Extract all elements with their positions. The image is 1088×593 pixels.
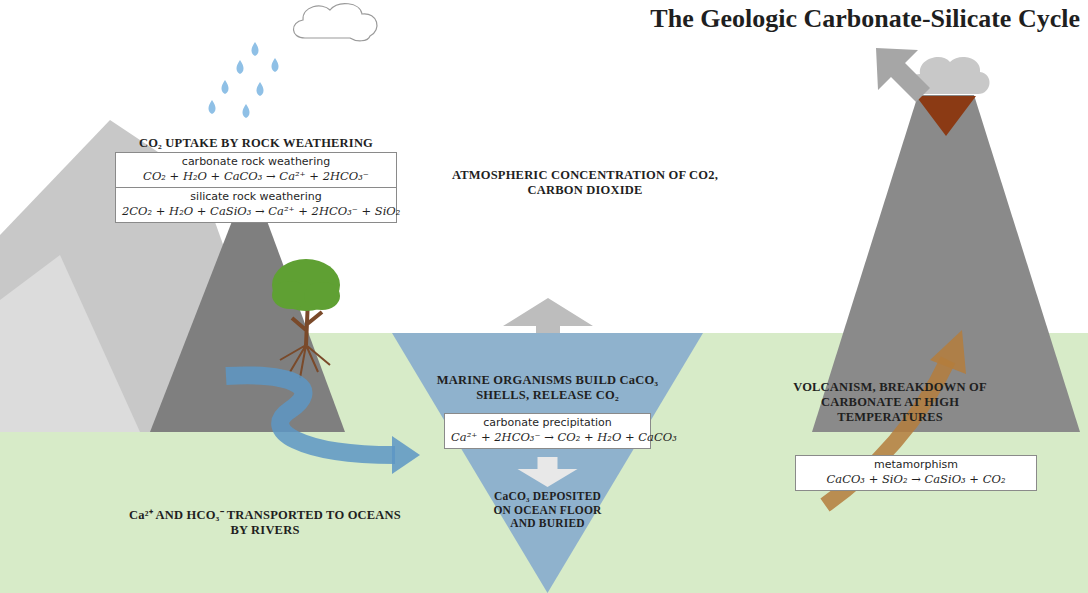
metamorphism-box: metamorphismCaCO₃ + SiO₂ → CaSiO₃ + CO₂	[795, 455, 1037, 491]
reaction-equation: Ca²⁺ + 2HCO₃⁻ → CO₂ + H₂O + CaCO₃	[451, 430, 644, 445]
equation-box: silicate rock weathering2CO₂ + H₂O + CaS…	[115, 187, 397, 223]
river-arrow	[226, 375, 420, 474]
panel-heading: CO₂ UPTAKE BY ROCK WEATHERING	[115, 136, 397, 151]
reaction-name: metamorphism	[802, 458, 1030, 472]
burial-note: CaCO₃ DEPOSITED ON OCEAN FLOOR AND BURIE…	[487, 490, 608, 531]
ocean-triangle	[392, 333, 703, 593]
river-label: Ca²⁺ AND HCO₃⁻ TRANSPORTED TO OCEANS BY …	[120, 508, 410, 538]
diagram-title: The Geologic Carbonate-Silicate Cycle	[650, 4, 1080, 34]
reaction-equation: 2CO₂ + H₂O + CaSiO₃ → Ca²⁺ + 2HCO₃⁻ + Si…	[122, 204, 390, 219]
reaction-name: carbonate rock weathering	[122, 155, 390, 169]
ocean-heading: MARINE ORGANISMS BUILD CaCO₃ SHELLS, REL…	[422, 373, 673, 402]
reaction-equation: CO₂ + H₂O + CaCO₃ → Ca²⁺ + 2HCO₃⁻	[122, 169, 390, 184]
reaction-name: carbonate precipitation	[451, 416, 644, 430]
volcanism-label: VOLCANISM, BREAKDOWN OF CARBONATE AT HIG…	[780, 380, 1000, 425]
weathering-panel: CO₂ UPTAKE BY ROCK WEATHERINGcarbonate r…	[115, 136, 397, 223]
atmosphere-label: ATMOSPHERIC CONCENTRATION OF CO2, CARBON…	[440, 168, 730, 198]
rain-drops	[209, 42, 279, 118]
reaction-equation: CaCO₃ + SiO₂ → CaSiO₃ + CO₂	[802, 472, 1030, 487]
reaction-name: silicate rock weathering	[122, 190, 390, 204]
tree	[272, 259, 340, 378]
cloud	[293, 4, 376, 41]
ocean-basin: MARINE ORGANISMS BUILD CaCO₃ SHELLS, REL…	[392, 333, 703, 593]
equation-box: carbonate rock weatheringCO₂ + H₂O + CaC…	[115, 152, 397, 188]
outgassing-arrow	[876, 48, 930, 102]
equation-box: carbonate precipitationCa²⁺ + 2HCO₃⁻ → C…	[444, 413, 651, 449]
